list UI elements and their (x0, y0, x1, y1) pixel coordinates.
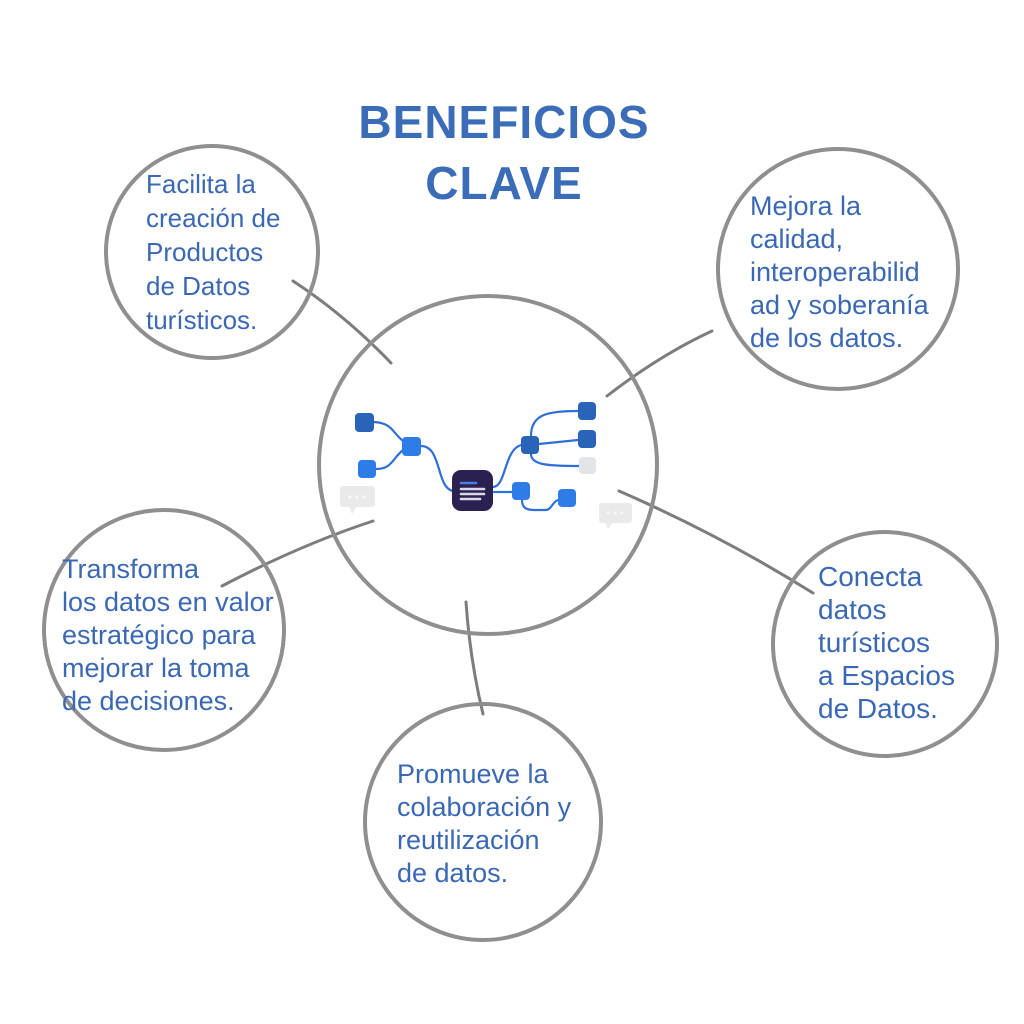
benefit-circle-productos (104, 144, 320, 360)
benefit-circle-colaboracion (363, 702, 603, 942)
benefit-circle-valor (42, 508, 286, 752)
benefit-text-productos: Facilita la creación de Productos de Dat… (146, 169, 281, 335)
benefit-text-colaboracion: Promueve la colaboración y reutilización… (397, 759, 572, 888)
benefit-text-espacios: Conecta datos turísticos a Espacios de D… (818, 561, 955, 724)
chat-bubble-icon (599, 503, 632, 529)
data-network-diagram-icon (340, 402, 632, 529)
benefit-text-calidad: Mejora la calidad, interoperabilid ad y … (750, 191, 929, 353)
node-squares (355, 402, 596, 507)
benefit-text-valor: Transforma los datos en valor estratégic… (62, 554, 274, 716)
chat-bubble-icon (340, 486, 375, 514)
document-list-icon (452, 470, 493, 511)
node-links (372, 409, 581, 512)
page-title: BENEFICIOS CLAVE (358, 96, 650, 209)
benefit-circle-espacios (771, 530, 999, 758)
central-circle (317, 294, 659, 636)
benefit-circle-calidad (716, 147, 960, 391)
